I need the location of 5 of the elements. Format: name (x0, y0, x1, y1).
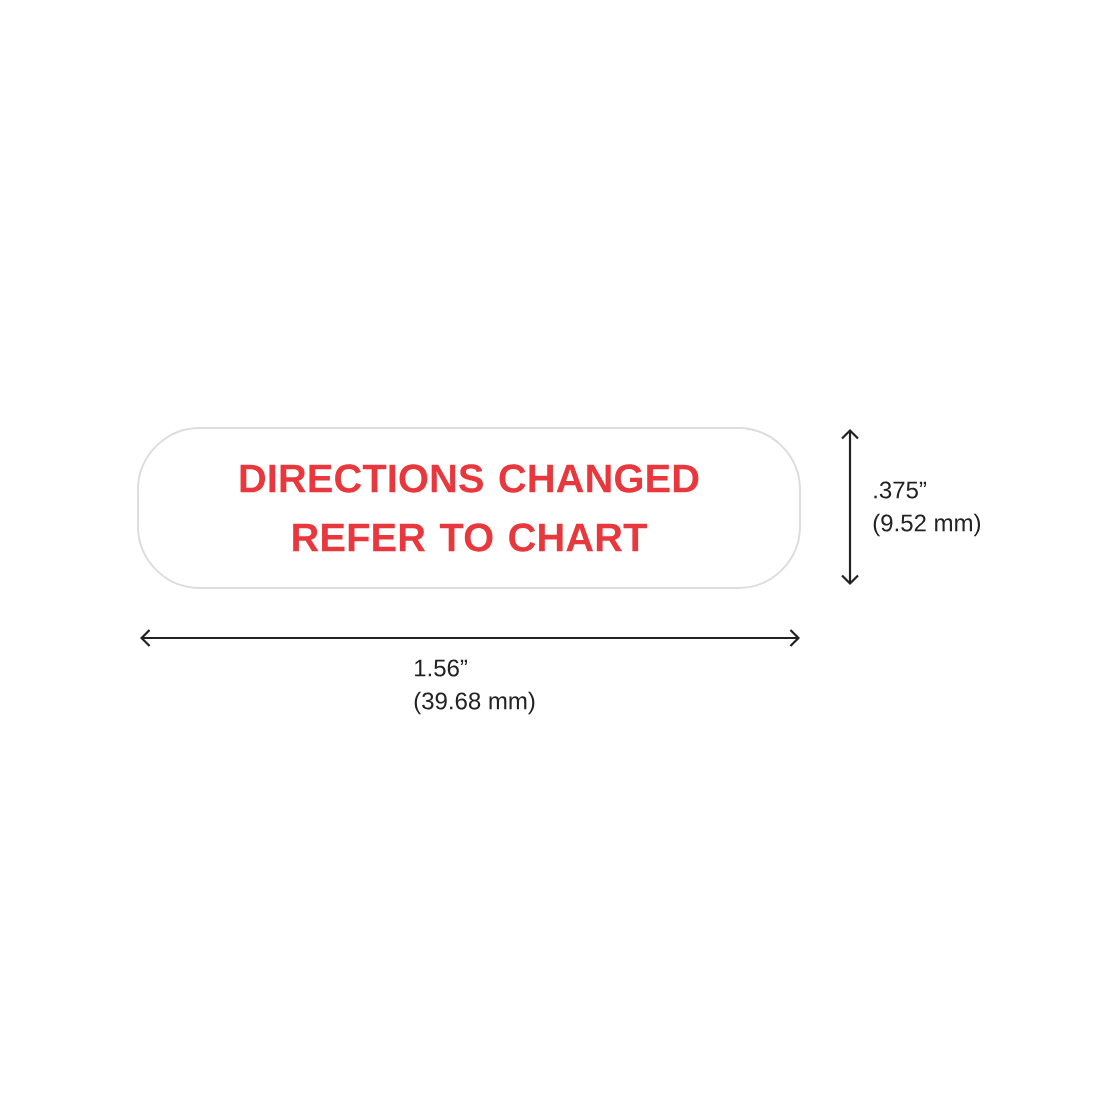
dimension-label: 1.56” (415, 659, 467, 677)
dimension-label: (9.52 mm) (873, 513, 981, 537)
label-box: DIRECTIONS CHANGED REFER TO CHART (137, 427, 801, 589)
dimension-label: .375” (874, 481, 926, 499)
dimension-label: (39.68 mm) (414, 691, 535, 715)
